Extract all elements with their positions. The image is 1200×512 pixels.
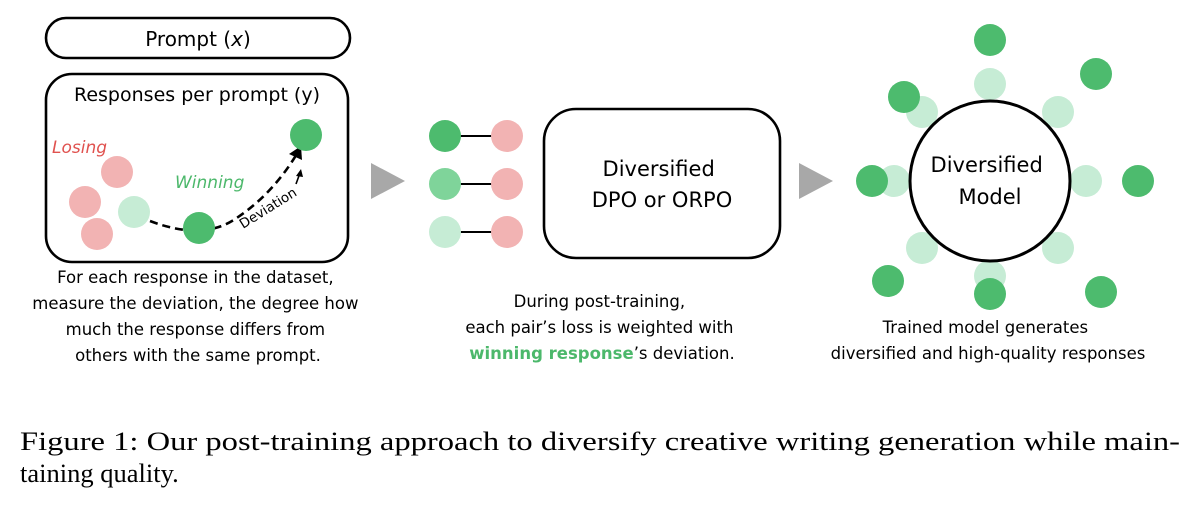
panel-training: Diversified DPO or ORPO During post-trai… <box>429 107 782 363</box>
preference-pair <box>429 120 523 152</box>
chosen-dot <box>429 216 461 248</box>
flow-arrow-icon <box>799 163 833 199</box>
generated-responses-outer <box>856 24 1154 310</box>
responses-title: Responses per prompt (y) <box>74 84 320 106</box>
model-label: Diversified Model <box>931 153 1050 209</box>
prompt-box <box>44 16 352 60</box>
deviation-small-arrowhead <box>296 169 303 177</box>
figure-caption-continued: taining quality. <box>20 458 179 488</box>
winning-label: Winning <box>175 173 245 193</box>
losing-response-dot <box>81 218 113 250</box>
deviation-curve <box>149 151 300 232</box>
panel1-caption: For each response in the dataset, measur… <box>32 268 363 365</box>
prompt-label: Prompt (x) <box>145 27 251 51</box>
model-circle <box>908 99 1072 263</box>
chosen-dot <box>429 120 461 152</box>
rejected-dot <box>491 216 523 248</box>
preference-pair <box>429 168 523 200</box>
deviated-response-dot <box>290 119 322 151</box>
rejected-dot <box>491 168 523 200</box>
panel-responses: Prompt (x) Responses per prompt (y) Losi… <box>32 16 363 365</box>
flow-arrow-icon <box>371 163 405 199</box>
losing-response-dot <box>101 156 133 188</box>
rejected-dot <box>491 120 523 152</box>
panel2-caption: During post-training, each pair’s loss i… <box>465 292 738 363</box>
method-box <box>542 107 782 260</box>
panel3-caption: Trained model generates diversified and … <box>831 318 1146 363</box>
preference-pair <box>429 216 523 248</box>
figure-caption: Figure 1: Our post-training approach to … <box>20 426 1180 456</box>
method-label: Diversified DPO or ORPO <box>592 157 733 212</box>
winning-response-dot <box>183 212 215 244</box>
panel-model: Diversified Model Trained model generate… <box>831 24 1154 363</box>
chosen-dot <box>429 168 461 200</box>
losing-response-dot <box>69 186 101 218</box>
deviation-arrowhead <box>289 146 302 160</box>
losing-label: Losing <box>52 138 107 158</box>
other-response-dot <box>118 196 150 228</box>
